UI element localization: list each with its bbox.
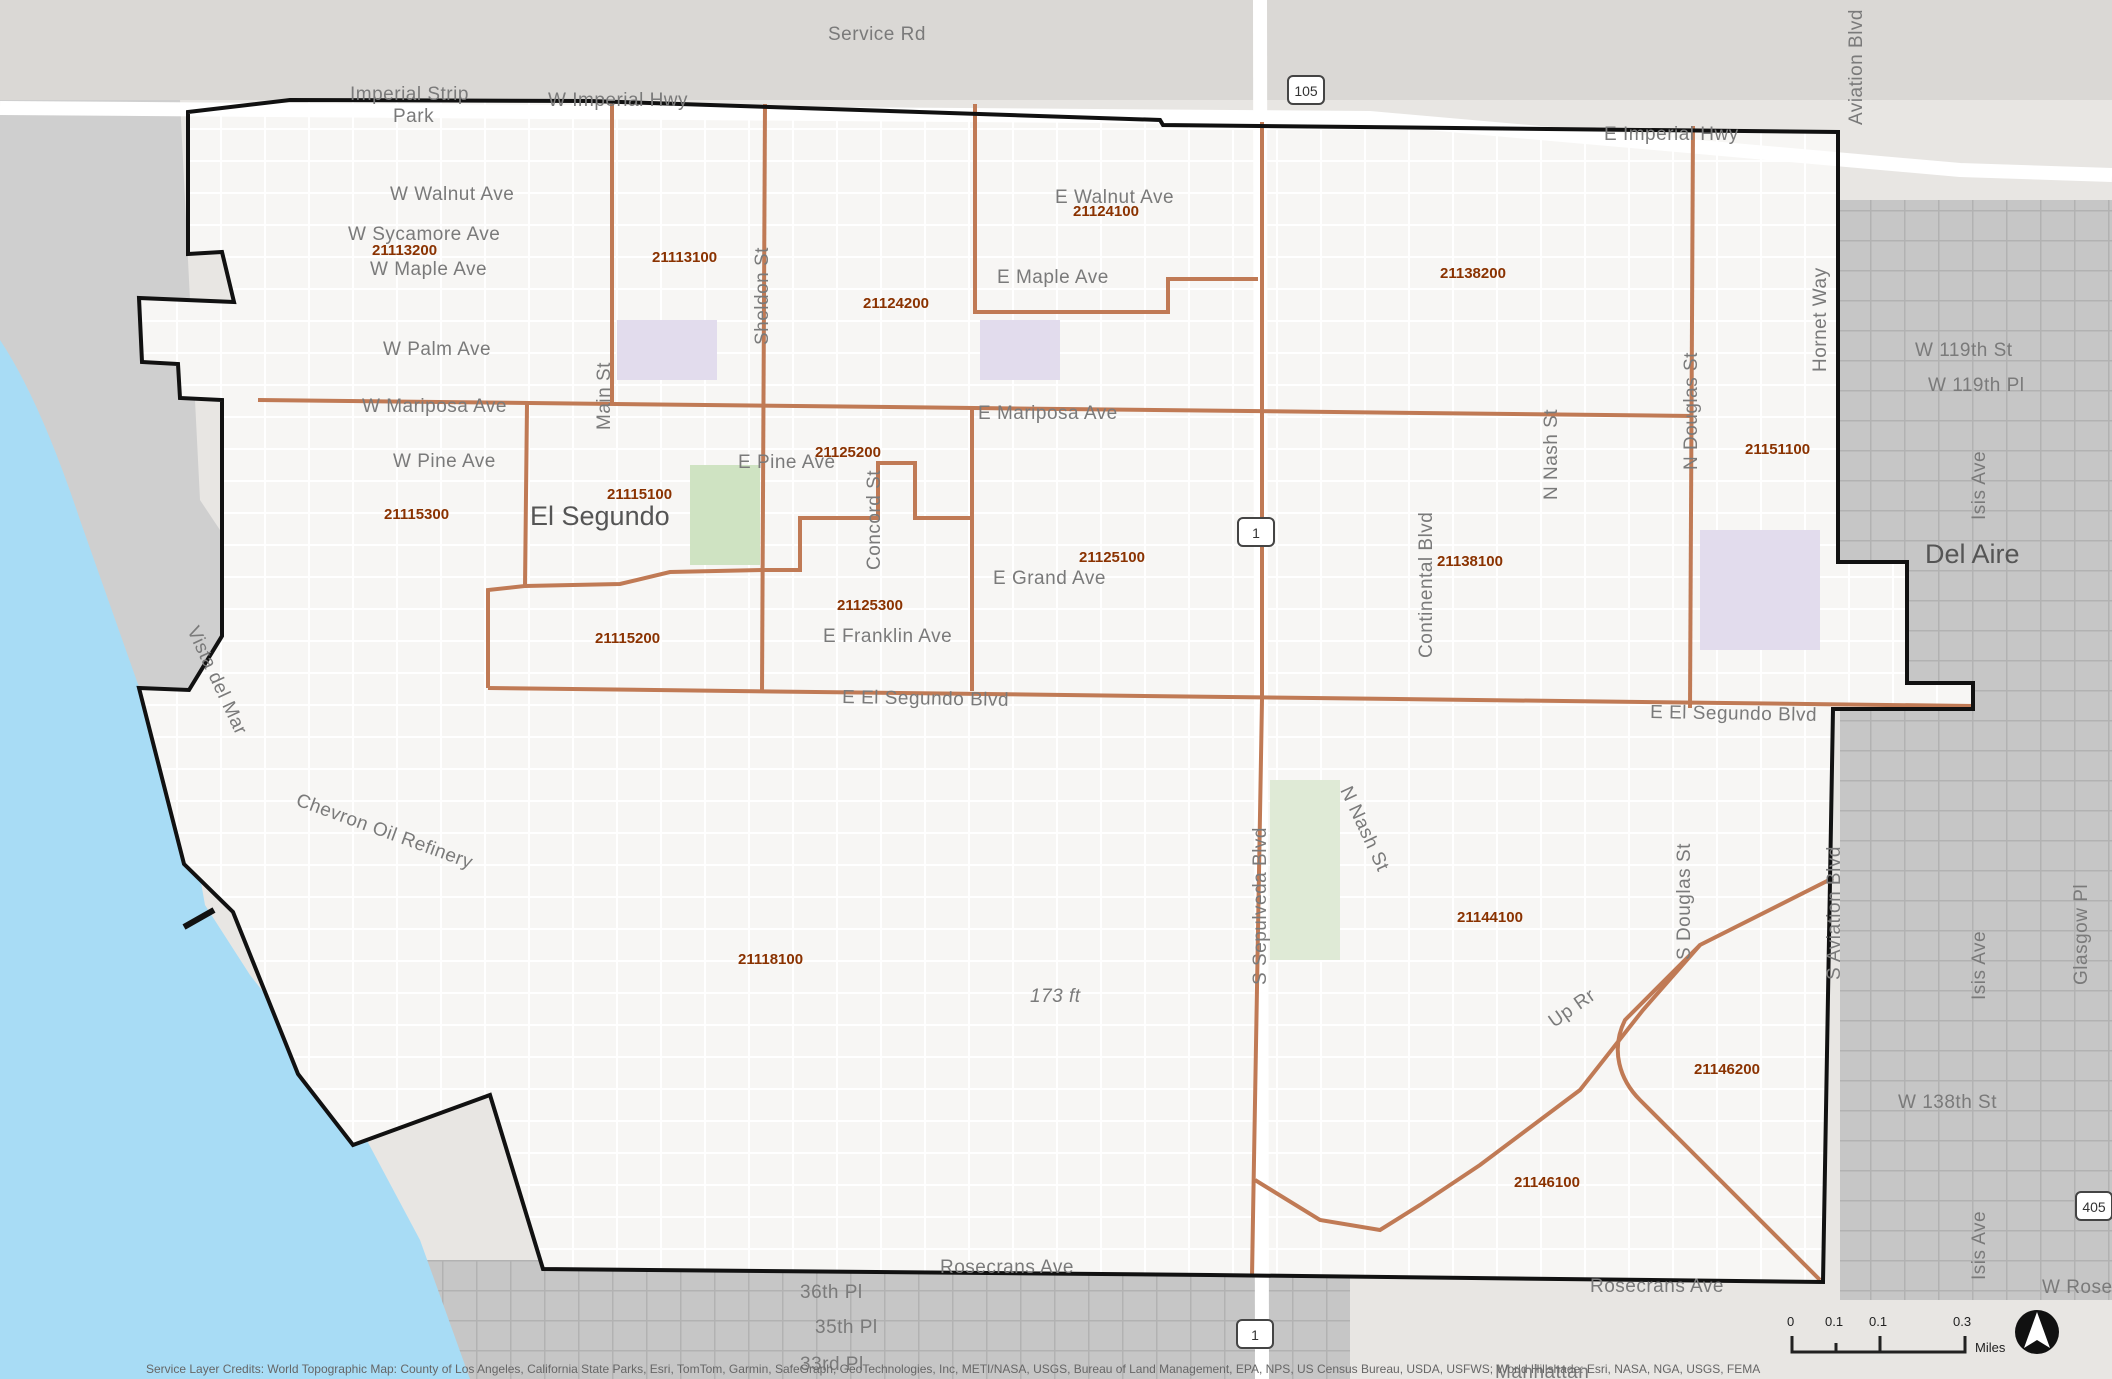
- street-label: Service Rd: [828, 24, 926, 45]
- street-label: Glasgow Pl: [2071, 884, 2092, 985]
- street-label: W 119th Pl: [1928, 375, 2025, 396]
- street-label: E Franklin Ave: [823, 626, 952, 647]
- study-area: [139, 100, 1973, 1282]
- place-label-el-segundo: El Segundo: [530, 501, 670, 531]
- street-label: W 138th St: [1898, 1092, 1997, 1113]
- street-label: Isis Ave: [1969, 931, 1990, 1000]
- street-label: W Mariposa Ave: [362, 396, 507, 417]
- park-area: [690, 465, 760, 565]
- street-label: W Imperial Hwy: [548, 90, 688, 111]
- scale-bar: 0 0.1 0.1 0.3 Miles: [1787, 1314, 2006, 1355]
- street-label: E Pine Ave: [738, 452, 836, 473]
- street-label: W Walnut Ave: [390, 184, 514, 205]
- highway-shield-icon: 1: [1236, 1319, 1274, 1349]
- street-label: W 119th St: [1915, 340, 2013, 361]
- neighborhood-east: [1840, 200, 2112, 1300]
- tract-label: 21144100: [1457, 909, 1523, 926]
- street-label: E El Segundo Blvd: [842, 687, 1009, 711]
- north-arrow-icon: [2015, 1310, 2059, 1354]
- highway-shield-icon: 105: [1287, 75, 1325, 105]
- street-label: Isis Ave: [1969, 1211, 1990, 1280]
- street-label: Aviation Blvd: [1846, 9, 1867, 125]
- street-label: Continental Blvd: [1416, 512, 1437, 658]
- tract-label: 21113200: [372, 242, 437, 259]
- scale-tick-2: 0.1: [1869, 1314, 1887, 1329]
- street-label: W Pine Ave: [393, 451, 496, 472]
- highway-shield-number: 105: [1294, 83, 1318, 99]
- street-label: Isis Ave: [1969, 451, 1990, 520]
- tract-label: 21118100: [738, 951, 803, 968]
- highway-shields: 105 1 1 405: [1236, 75, 2112, 1349]
- tract-label: 21125200: [815, 444, 881, 461]
- park-area: [1270, 780, 1340, 960]
- street-label: 35th Pl: [815, 1317, 878, 1338]
- street-label: N Nash St: [1541, 409, 1562, 500]
- pier: [182, 907, 216, 930]
- scale-tick-0: 0: [1787, 1314, 1794, 1329]
- street-label: E Walnut Ave: [1055, 187, 1174, 208]
- scale-unit: Miles: [1975, 1340, 2006, 1355]
- street-label: S Aviation Blvd: [1824, 846, 1845, 980]
- street-label: N Douglas St: [1681, 352, 1702, 470]
- street-label: Manhattan: [1495, 1362, 1589, 1379]
- street-label: E Mariposa Ave: [978, 403, 1118, 424]
- tract-label: 21115200: [595, 630, 660, 647]
- street-label: W Rose: [2042, 1277, 2112, 1298]
- tract-label: 21124100: [1073, 203, 1139, 220]
- tract-label: 21124200: [863, 295, 929, 312]
- scale-tick-1: 0.1: [1825, 1314, 1843, 1329]
- street-label: Rosecrans Ave: [1590, 1276, 1724, 1297]
- street-label: Concord St: [864, 470, 885, 570]
- school-area: [1700, 530, 1820, 650]
- highway-shield-icon: 405: [2075, 1191, 2112, 1221]
- scale-tick-3: 0.3: [1953, 1314, 1971, 1329]
- airport-area: [0, 0, 2112, 100]
- tract-boundaries: [257, 103, 1974, 1282]
- street-label: E Imperial Hwy: [1604, 124, 1739, 145]
- street-label: 33rd Pl: [800, 1354, 864, 1375]
- study-area-boundary: [136, 97, 1975, 1285]
- street-label: Sheldon St: [752, 247, 773, 345]
- school-area: [617, 320, 717, 380]
- tract-label: 21113100: [652, 249, 717, 266]
- tract-label: 21115300: [384, 506, 449, 523]
- park-label: Imperial Strip: [350, 84, 469, 105]
- street-label: S Sepulveda Blvd: [1250, 827, 1271, 985]
- street-label: W Maple Ave: [370, 259, 487, 280]
- street-label: 36th Pl: [800, 1282, 863, 1303]
- highway-shield-number: 1: [1251, 1327, 1259, 1343]
- tract-label: 21146200: [1694, 1061, 1760, 1078]
- service-credits: Service Layer Credits: World Topographic…: [146, 1362, 1760, 1376]
- street-label: E Maple Ave: [997, 267, 1109, 288]
- tract-labels: 21113200 21113100 21124200 21124100 21138200…: [372, 203, 1810, 1191]
- street-label: E El Segundo Blvd: [1650, 702, 1817, 726]
- neighborhood-south: [350, 1260, 1350, 1379]
- tract-label: 21125300: [837, 597, 903, 614]
- tract-label: 21151100: [1745, 441, 1810, 458]
- tract-label: 21125100: [1079, 549, 1145, 566]
- tract-label: 21146100: [1514, 1174, 1580, 1191]
- tract-label: 21138200: [1440, 265, 1506, 282]
- tract-label: 21115100: [607, 486, 672, 503]
- street-label: S Douglas St: [1674, 843, 1695, 960]
- street-label: Main St: [594, 362, 615, 430]
- tract-label: 21138100: [1437, 553, 1503, 570]
- school-area: [980, 320, 1060, 380]
- street-label: E Grand Ave: [993, 568, 1106, 589]
- park-label: Park: [393, 106, 434, 127]
- street-label: W Palm Ave: [383, 339, 491, 360]
- highway-shield-icon: 1: [1237, 517, 1275, 547]
- street-label: Hornet Way: [1810, 267, 1831, 372]
- street-label: W Sycamore Ave: [348, 224, 500, 245]
- place-label-del-aire: Del Aire: [1925, 539, 2020, 569]
- street-label: Rosecrans Ave: [940, 1257, 1074, 1278]
- highway-shield-number: 1: [1252, 525, 1260, 541]
- elevation-label: 173 ft: [1030, 986, 1081, 1007]
- highway-shield-number: 405: [2082, 1199, 2106, 1215]
